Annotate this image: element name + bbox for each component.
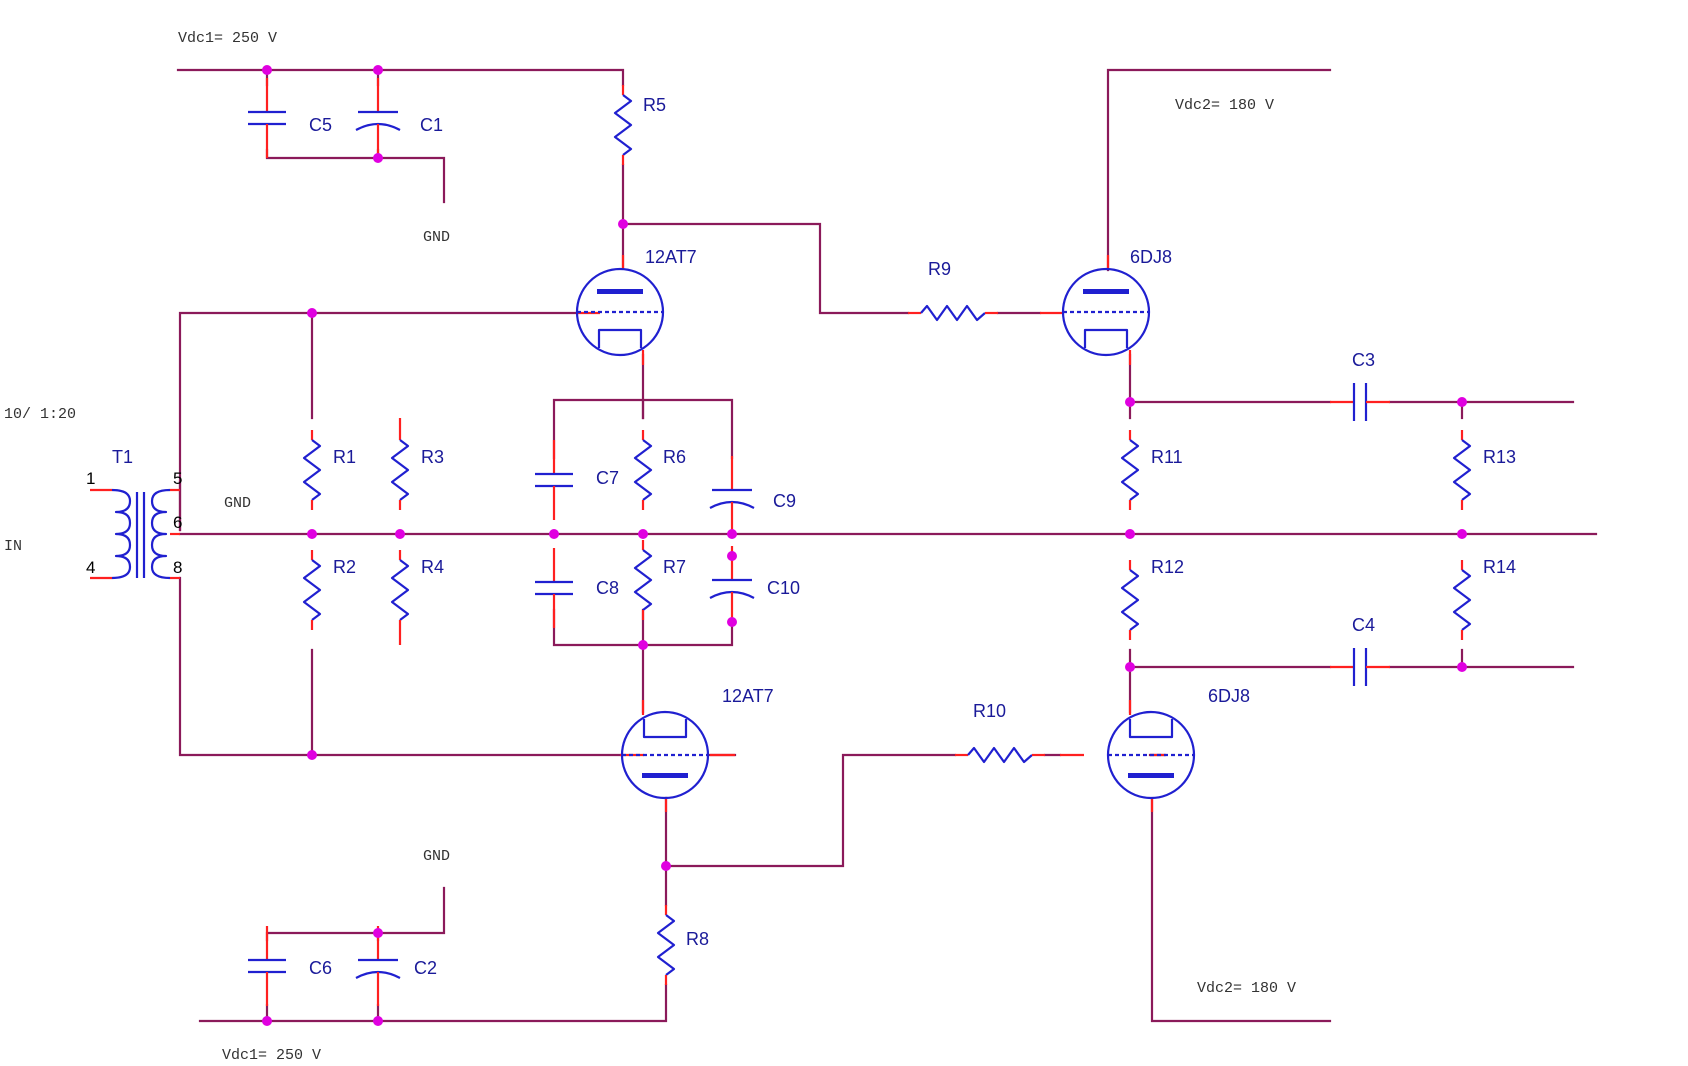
resistor-r9: R9	[906, 259, 1000, 322]
r6-label: R6	[663, 447, 686, 467]
transformer-t1: T1 1 4 5 6 8	[86, 447, 182, 580]
t1-pin-8: 8	[173, 558, 182, 577]
t1-pin-6: 6	[173, 513, 182, 532]
capacitor-c2: C2	[354, 924, 437, 1008]
c9-label: C9	[773, 491, 796, 511]
vdc1-bottom-label: Vdc1= 250 V	[222, 1047, 321, 1064]
t1-pin-1: 1	[86, 469, 95, 488]
c6-label: C6	[309, 958, 332, 978]
r13-label: R13	[1483, 447, 1516, 467]
c2-label: C2	[414, 958, 437, 978]
capacitor-c8: C8	[533, 546, 619, 630]
t1-label: T1	[112, 447, 133, 467]
wiring	[176, 68, 1598, 1023]
r11-label: R11	[1151, 447, 1183, 467]
resistor-r7: R7	[633, 538, 686, 622]
capacitor-c6: C6	[246, 924, 332, 1008]
capacitor-c1: C1	[354, 76, 443, 160]
resistor-r3: R3	[390, 428, 444, 512]
gnd-mid-label: GND	[224, 495, 251, 512]
resistor-r4: R4	[390, 548, 444, 632]
resistor-r11: R11	[1120, 428, 1183, 512]
input-ratio-label: 10/ 1:20	[4, 406, 76, 423]
tube-v1: 12AT7	[575, 247, 697, 357]
c10-label: C10	[767, 578, 800, 598]
r3-label: R3	[421, 447, 444, 467]
r10-label: R10	[973, 701, 1006, 721]
r2-label: R2	[333, 557, 356, 577]
r12-label: R12	[1151, 557, 1184, 577]
c3-label: C3	[1352, 350, 1375, 370]
vdc2-top-label: Vdc2= 180 V	[1175, 97, 1274, 114]
capacitor-c7: C7	[533, 438, 619, 522]
resistor-r5: R5	[613, 83, 666, 167]
vdc2-bottom-label: Vdc2= 180 V	[1197, 980, 1296, 997]
resistor-r12: R12	[1120, 557, 1184, 642]
c7-label: C7	[596, 468, 619, 488]
tube-v1-label: 12AT7	[645, 247, 697, 267]
resistor-r13: R13	[1452, 428, 1516, 512]
r4-label: R4	[421, 557, 444, 577]
junction-dots	[262, 65, 1467, 1026]
tube-v3: 6DJ8	[1061, 247, 1172, 357]
t1-pin-4: 4	[86, 558, 95, 577]
c8-label: C8	[596, 578, 619, 598]
r5-label: R5	[643, 95, 666, 115]
vdc1-top-label: Vdc1= 250 V	[178, 30, 277, 47]
tube-v2-label: 12AT7	[722, 686, 774, 706]
capacitor-c5: C5	[246, 76, 332, 160]
capacitor-c9: C9	[708, 454, 796, 538]
gnd-bottom-label: GND	[423, 848, 450, 865]
t1-pin-5: 5	[173, 469, 182, 488]
capacitor-c10: C10	[708, 544, 800, 628]
gnd-top-label: GND	[423, 229, 450, 246]
r7-label: R7	[663, 557, 686, 577]
tube-v4: 6DJ8	[1106, 686, 1250, 800]
capacitor-c4: C4	[1328, 615, 1392, 688]
resistor-r10: R10	[953, 701, 1047, 764]
resistor-r1: R1	[302, 428, 356, 512]
resistor-r14: R14	[1452, 557, 1516, 642]
r8-label: R8	[686, 929, 709, 949]
c4-label: C4	[1352, 615, 1375, 635]
resistor-r2: R2	[302, 548, 356, 632]
r1-label: R1	[333, 447, 356, 467]
c1-label: C1	[420, 115, 443, 135]
tube-v4-label: 6DJ8	[1208, 686, 1250, 706]
tube-v2: 12AT7	[620, 686, 774, 800]
resistor-r8: R8	[656, 903, 709, 987]
capacitor-c3: C3	[1328, 350, 1392, 423]
c5-label: C5	[309, 115, 332, 135]
input-label: IN	[4, 538, 22, 555]
tube-v3-label: 6DJ8	[1130, 247, 1172, 267]
r14-label: R14	[1483, 557, 1516, 577]
resistor-r6: R6	[633, 428, 686, 512]
r9-label: R9	[928, 259, 951, 279]
